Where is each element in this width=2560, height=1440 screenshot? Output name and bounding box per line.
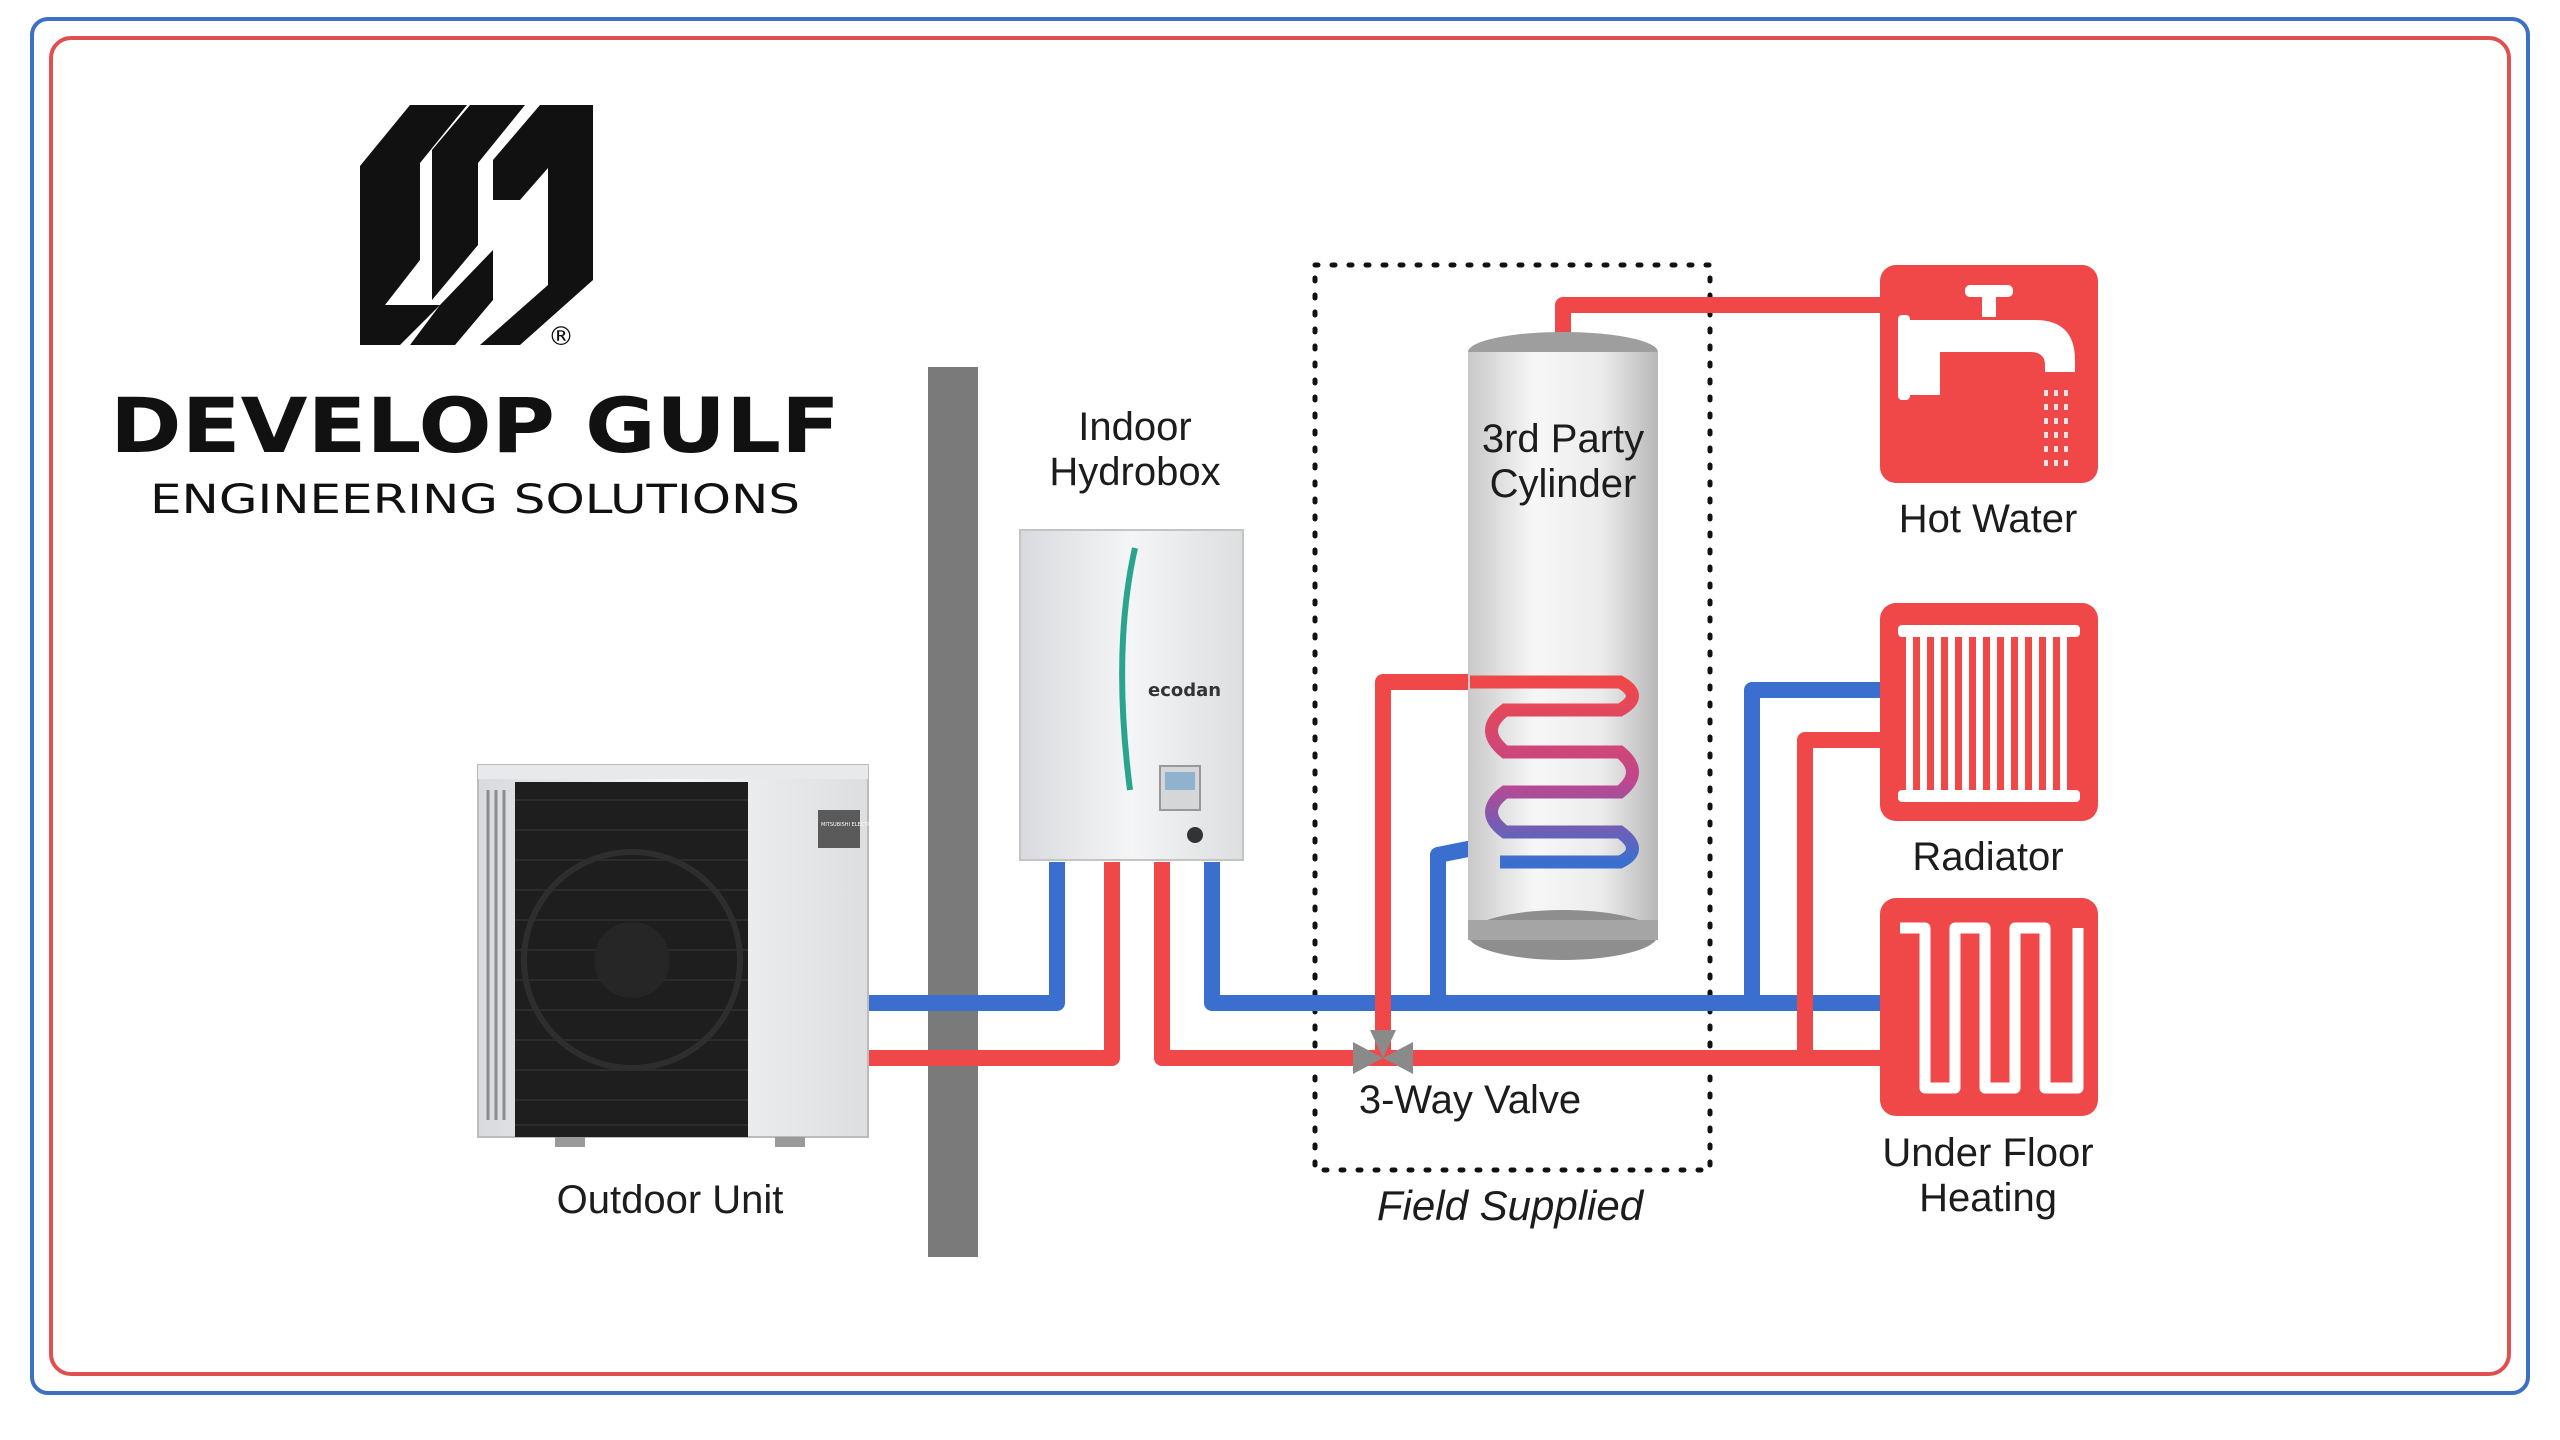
- pipe-hot-water-supply: [1555, 297, 1880, 345]
- pipe-cold-radiator-return: [1744, 682, 1880, 1003]
- hydrobox-unit: ecodan: [1019, 529, 1244, 861]
- underfloor-label-line2: Heating: [1919, 1176, 2057, 1220]
- inner-frame: [49, 36, 2511, 1376]
- building-wall: [928, 367, 978, 1257]
- radiator-icon: [1880, 603, 2098, 821]
- ecodan-logo: ecodan: [1148, 680, 1221, 701]
- hydrobox-label-line2: Hydrobox: [1049, 450, 1220, 494]
- pipe-hot-outdoor-to-hydrobox: [868, 862, 1120, 1066]
- outdoor-unit-label: Outdoor Unit: [557, 1178, 784, 1222]
- three-way-valve-icon: [1353, 1030, 1413, 1074]
- pipe-hot-valve-to-coil: [1375, 674, 1470, 1052]
- field-supplied-boundary: [1312, 262, 1713, 1173]
- pipe-cold-main-return: [1204, 862, 1880, 1011]
- outer-frame: [30, 17, 2530, 1395]
- outdoor-brand-plate: MITSUBISHI ELECTRIC: [821, 822, 876, 828]
- pipe-cold-outdoor-to-hydrobox: [868, 862, 1065, 1011]
- cylinder-label-line1: 3rd Party: [1482, 417, 1644, 461]
- underfloor-heating-icon: [1880, 898, 2098, 1116]
- pipe-hot-main-flow: [1154, 862, 1880, 1066]
- cylinder-heating-coil: [1470, 675, 1639, 869]
- heat-pump-outdoor-unit: MITSUBISHI ELECTRIC: [477, 764, 876, 1147]
- brand-name: DEVELOP GULF: [110, 381, 840, 470]
- tap-icon: [1880, 265, 2098, 483]
- hydrobox-label-line1: Indoor: [1078, 405, 1191, 449]
- hot-water-label: Hot Water: [1899, 497, 2078, 541]
- pipework: [868, 297, 1880, 1066]
- cylinder-label-line2: Cylinder: [1490, 462, 1637, 506]
- pipe-hot-radiator-flow: [1797, 732, 1880, 1058]
- registered-mark: ®: [548, 322, 574, 352]
- underfloor-label-line1: Under Floor: [1882, 1131, 2093, 1175]
- field-supplied-label: Field Supplied: [1377, 1182, 1645, 1229]
- radiator-label: Radiator: [1912, 835, 2063, 879]
- three-way-valve-label: 3-Way Valve: [1359, 1078, 1581, 1122]
- brand-tagline: ENGINEERING SOLUTIONS: [150, 477, 800, 523]
- develop-gulf-logo-icon: [360, 105, 593, 345]
